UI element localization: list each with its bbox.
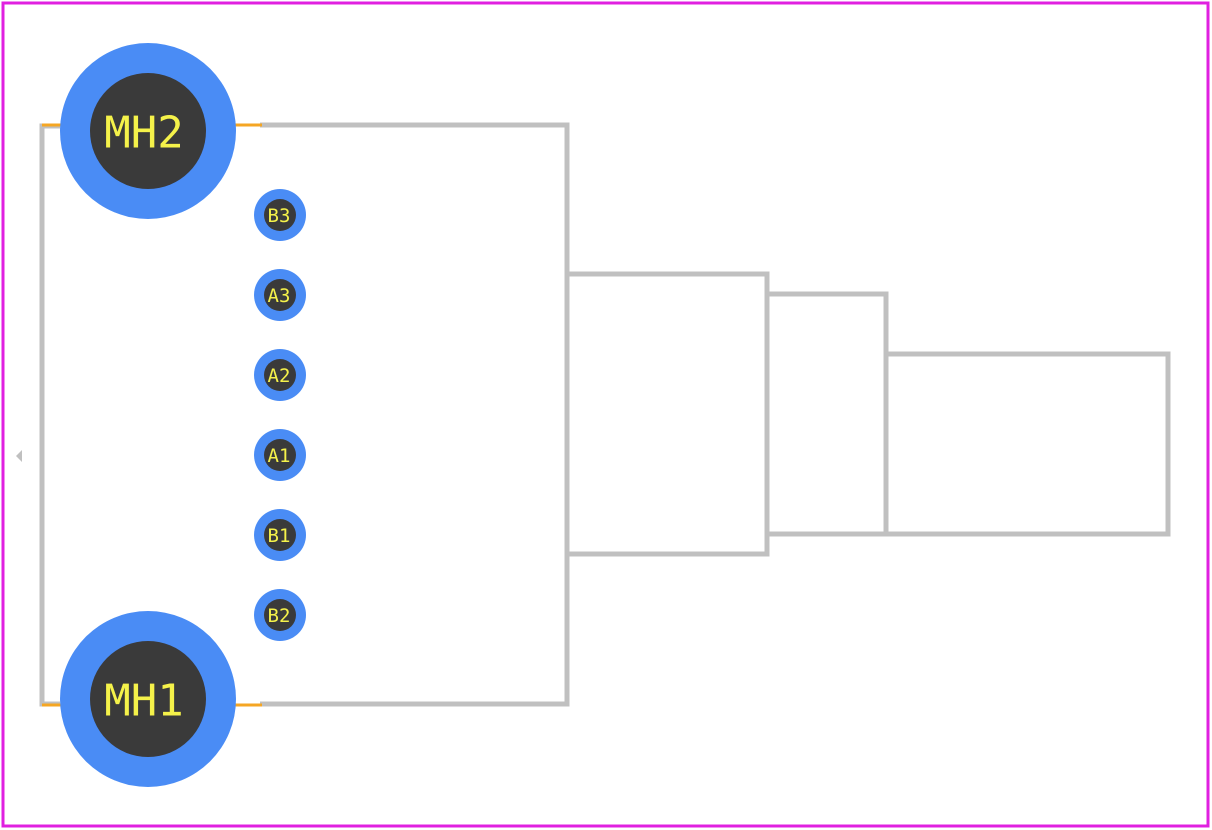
origin-marker xyxy=(16,450,22,462)
mh1-drill xyxy=(90,641,206,757)
pad-b1-drill xyxy=(264,519,296,551)
mh2-label: MH2 xyxy=(104,108,183,159)
pad-b1-label: B1 xyxy=(268,525,291,547)
pad-b3: B3 xyxy=(254,189,306,241)
pad-b2-label: B2 xyxy=(268,605,291,627)
pad-b1: B1 xyxy=(254,509,306,561)
shaft-collar-outline xyxy=(767,291,889,537)
pad-b2: B2 xyxy=(254,589,306,641)
pad-a1-drill xyxy=(264,439,296,471)
body-left-edge xyxy=(39,123,60,707)
pad-a3-label: A3 xyxy=(268,285,291,307)
shaft-outline xyxy=(886,351,1171,537)
mh2-drill xyxy=(90,73,206,189)
pad-a2-label: A2 xyxy=(268,365,291,387)
pad-a2: A2 xyxy=(254,349,306,401)
shaft-bushing-outline xyxy=(567,271,770,557)
body-main-rect xyxy=(260,122,570,707)
pad-a3-drill xyxy=(264,279,296,311)
pad-a1: A1 xyxy=(254,429,306,481)
pad-a3: A3 xyxy=(254,269,306,321)
pad-b2-drill xyxy=(264,599,296,631)
mh1-label: MH1 xyxy=(104,676,183,727)
pad-b3-label: B3 xyxy=(268,205,291,227)
component-body-outline xyxy=(39,122,1171,707)
mounting-hole-mh1: MH1 xyxy=(60,611,236,787)
pad-b3-drill xyxy=(264,199,296,231)
pad-a1-label: A1 xyxy=(268,445,291,467)
pad-a2-drill xyxy=(264,359,296,391)
mounting-hole-mh2: MH2 xyxy=(60,43,236,219)
